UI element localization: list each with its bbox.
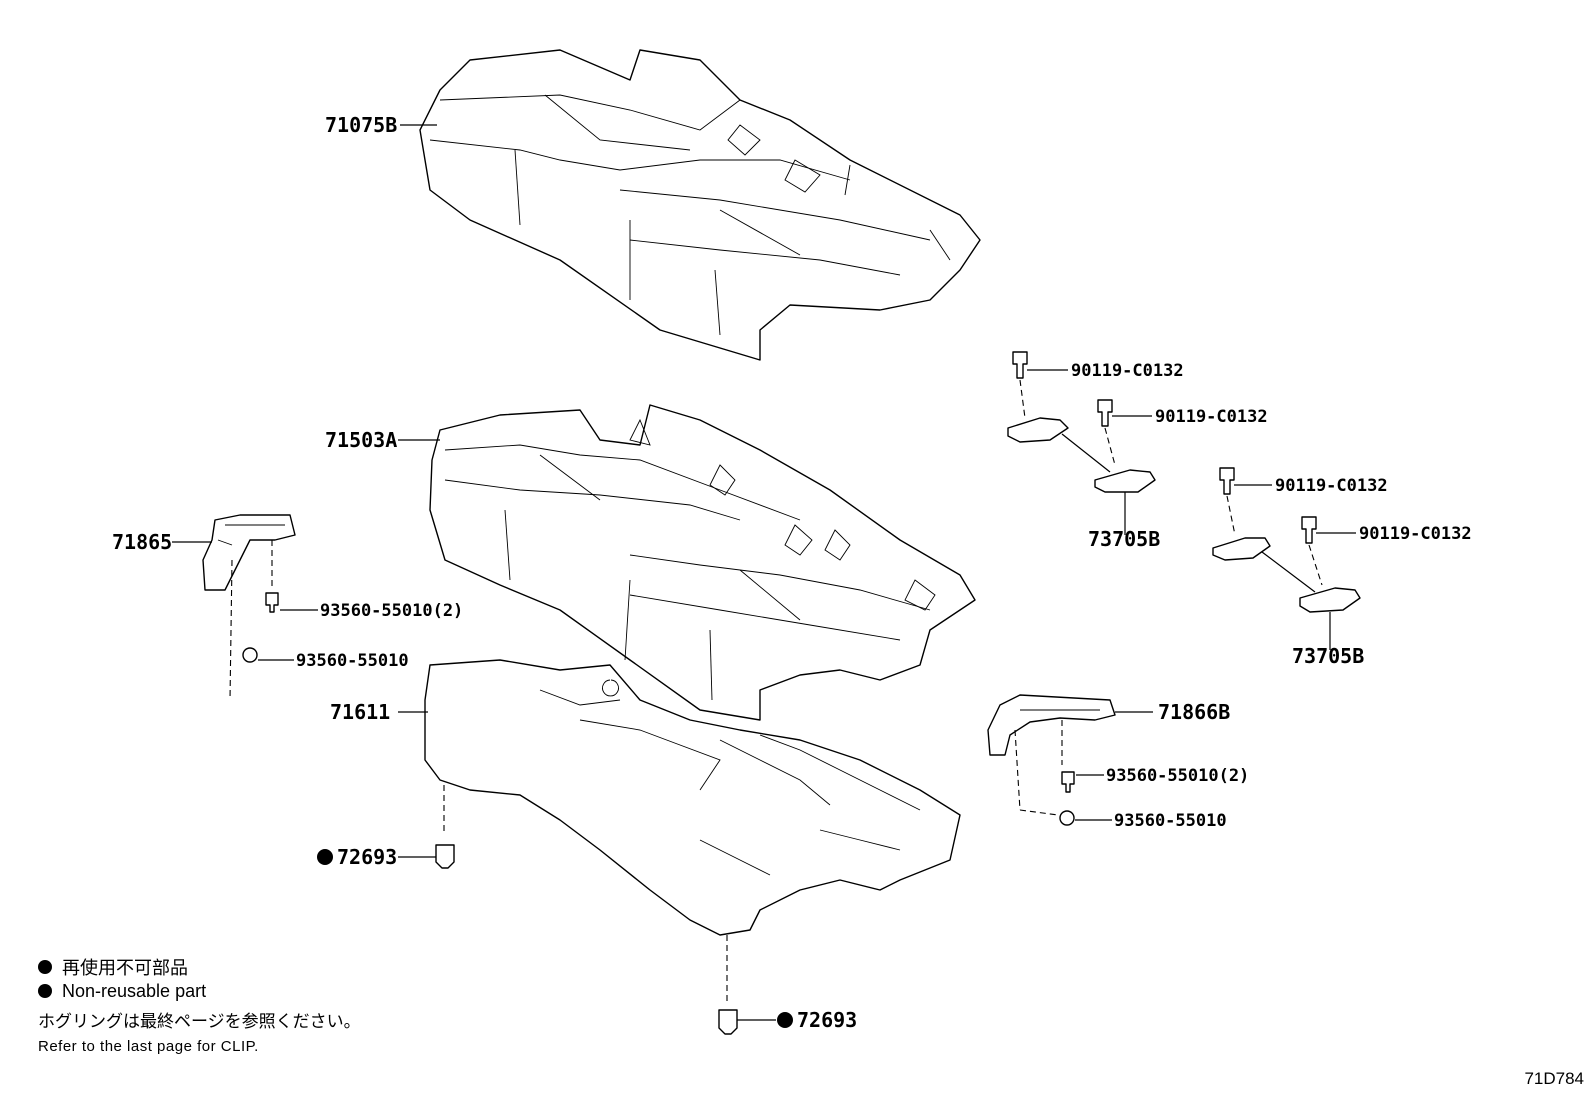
label-bolt-1: 90119-C0132: [1071, 361, 1184, 381]
label-bolt-2: 90119-C0132: [1155, 407, 1268, 427]
label-seat-frame: 71611: [330, 700, 390, 724]
screw-left-a-part: [265, 592, 279, 613]
screw-left-b-part: [242, 647, 258, 663]
label-seat-pad: 71503A: [325, 428, 397, 452]
non-reusable-dot-icon: [38, 960, 52, 974]
bracket-right-part: [987, 694, 1116, 756]
legend-row-en: Non-reusable part: [38, 979, 361, 1003]
clip-left-part: [435, 844, 455, 869]
non-reusable-marker-left: [317, 849, 333, 865]
diagram-code: 71D784: [1524, 1069, 1584, 1088]
label-bolt-4: 90119-C0132: [1359, 524, 1472, 544]
seat-pad-part: [429, 404, 976, 721]
legend: 再使用不可部品 Non-reusable part ホグリングは最終ページを参照…: [38, 955, 361, 1055]
hook-lower-assembly: [1212, 467, 1361, 650]
label-seat-cover: 71075B: [325, 113, 397, 137]
clip-note-jp: ホグリングは最終ページを参照ください。: [38, 1012, 361, 1031]
non-reusable-marker-bottom: [777, 1012, 793, 1028]
legend-en-text: Non-reusable part: [62, 980, 207, 1001]
clip-bottom-part: [718, 1009, 738, 1035]
screw-right-a-part: [1061, 771, 1075, 793]
seat-frame-part: [424, 659, 961, 936]
label-bracket-left: 71865: [112, 530, 172, 554]
label-screw-left-b: 93560-55010: [296, 651, 409, 671]
non-reusable-dot-icon: [38, 984, 52, 998]
label-hook-lower: 73705B: [1292, 644, 1364, 668]
seat-cover-part: [419, 49, 981, 361]
label-bolt-3: 90119-C0132: [1275, 476, 1388, 496]
legend-jp-text: 再使用不可部品: [62, 958, 188, 978]
label-screw-right-b: 93560-55010: [1114, 811, 1227, 831]
legend-row-jp: 再使用不可部品: [38, 955, 361, 979]
label-screw-right-a: 93560-55010(2): [1106, 766, 1249, 786]
label-clip-left: 72693: [337, 845, 397, 869]
label-hook-upper: 73705B: [1088, 527, 1160, 551]
bracket-left-part: [202, 514, 296, 591]
hook-upper-assembly: [1007, 351, 1156, 535]
label-clip-bottom: 72693: [797, 1008, 857, 1032]
label-screw-left-a: 93560-55010(2): [320, 601, 463, 621]
screw-right-b-part: [1059, 810, 1075, 826]
clip-note-en: Refer to the last page for CLIP.: [38, 1038, 259, 1055]
label-bracket-right: 71866B: [1158, 700, 1230, 724]
